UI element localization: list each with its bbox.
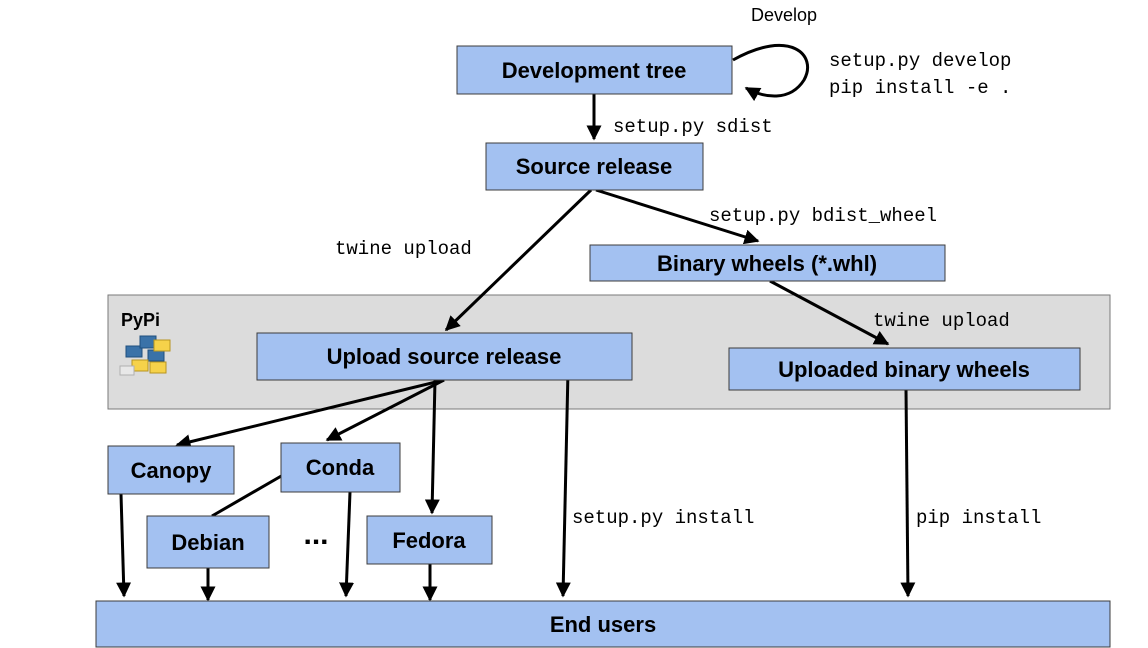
edge-source-to-wheels [595, 188, 760, 245]
node-canopy: Canopy [107, 445, 235, 495]
develop-label: Develop [751, 5, 817, 25]
source-release-label: Source release [516, 154, 673, 179]
node-source-release: Source release [485, 142, 704, 191]
debian-label: Debian [171, 530, 244, 555]
edge-setup-install [555, 370, 571, 598]
develop-command-2: pip install -e . [829, 77, 1011, 99]
node-conda: Conda [280, 442, 401, 493]
uploaded-binary-wheels-label: Uploaded binary wheels [778, 357, 1030, 382]
edges [116, 43, 916, 602]
edge-upload-to-conda [325, 378, 445, 442]
node-debian: Debian [146, 515, 270, 569]
node-uploaded-binary-wheels: Uploaded binary wheels [728, 347, 1081, 391]
development-tree-label: Development tree [502, 58, 687, 83]
setup-install-label: setup.py install [572, 507, 754, 529]
bdist-wheel-label: setup.py bdist_wheel [709, 205, 937, 227]
pip-install-label: pip install [916, 507, 1041, 529]
twine-upload-source-label: twine upload [335, 238, 472, 260]
pypi-region-label: PyPi [121, 310, 160, 330]
edge-conda-to-users [339, 491, 355, 598]
edge-source-to-pypi [444, 188, 593, 332]
node-fedora: Fedora [366, 515, 493, 565]
edge-wheels-to-pypi [769, 279, 890, 346]
node-upload-source-release: Upload source release [256, 332, 633, 381]
edge-upload-to-fedora [424, 379, 440, 515]
edge-conda-to-debian [211, 473, 284, 518]
node-end-users: End users [95, 600, 1111, 648]
python-logo-icon [119, 335, 171, 376]
upload-source-release-label: Upload source release [327, 344, 562, 369]
twine-upload-wheels-label: twine upload [873, 310, 1010, 332]
sdist-label: setup.py sdist [613, 116, 773, 138]
node-binary-wheels: Binary wheels (*.whl) [589, 244, 946, 282]
develop-command-1: setup.py develop [829, 50, 1011, 72]
edge-canopy-to-users [116, 493, 132, 598]
edge-pip-install [900, 388, 916, 598]
more-distributions-ellipsis: ... [303, 518, 328, 551]
conda-label: Conda [306, 455, 375, 480]
binary-wheels-label: Binary wheels (*.whl) [657, 251, 877, 276]
edge-develop-loop [732, 43, 810, 102]
end-users-label: End users [550, 612, 656, 637]
node-development-tree: Development tree [456, 45, 733, 95]
edge-upload-to-canopy [175, 378, 445, 450]
canopy-label: Canopy [131, 458, 212, 483]
fedora-label: Fedora [392, 528, 466, 553]
